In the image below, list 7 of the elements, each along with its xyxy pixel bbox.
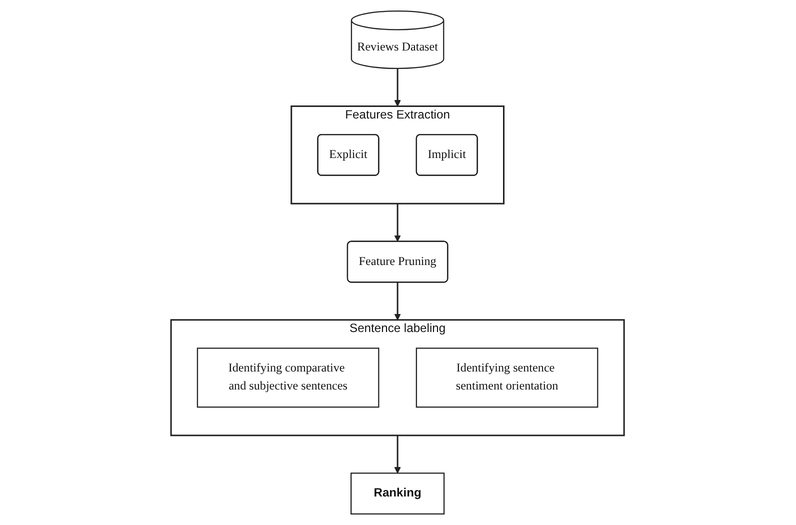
node-box: Identifying comparative and subjective sentences [197, 348, 380, 408]
node-box: Identifying sentence sentiment orientation [416, 348, 599, 408]
arrow [394, 435, 402, 474]
arrow [394, 282, 402, 320]
arrow [394, 204, 402, 242]
node-box: Ranking [350, 472, 446, 515]
arrow [394, 68, 402, 107]
